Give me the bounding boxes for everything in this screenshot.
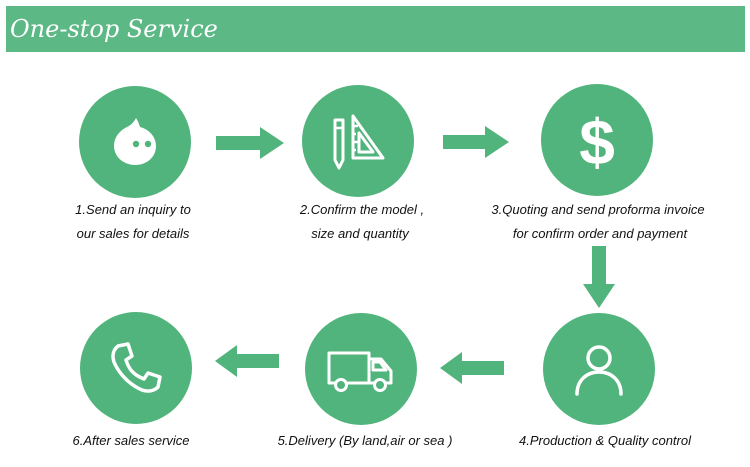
step-6-circle [80,312,192,424]
step-3-caption-line1: 3.Quoting and send proforma invoice [491,202,705,217]
chat-bubble-icon [114,118,156,165]
phone-icon [111,342,162,393]
arrow-right-icon [443,126,509,158]
dollar-icon: $ [579,106,615,175]
arrow-left-icon [215,345,279,377]
step-3-circle: $ [541,84,653,196]
arrow-down-icon [583,246,615,308]
step-1-caption-line2: our sales for details [76,226,190,241]
step-4-circle [543,313,655,425]
step-3-caption-line2: for confirm order and payment [512,226,688,241]
step-2-caption-line1: 2.Confirm the model , [299,202,425,217]
step-5-circle [305,313,417,425]
arrow-left-icon [440,352,504,384]
step-1-caption-line1: 1.Send an inquiry to [75,202,191,217]
step-2-caption-line2: size and quantity [311,226,409,241]
truck-icon [327,351,393,392]
header-banner: One-stop Service [6,6,745,52]
svg-text:$: $ [579,106,615,175]
step-4-caption: 4.Production & Quality control [519,433,691,448]
person-icon [575,345,623,396]
step-1-circle [79,86,191,198]
step-6-caption: 6.After sales service [72,433,190,448]
page-title: One-stop Service [10,15,218,43]
step-5-caption: 5.Delivery (By land,air or sea ) [277,433,453,448]
arrow-right-icon [216,127,284,159]
step-2-circle [302,85,414,197]
ruler-pencil-icon [333,114,385,170]
